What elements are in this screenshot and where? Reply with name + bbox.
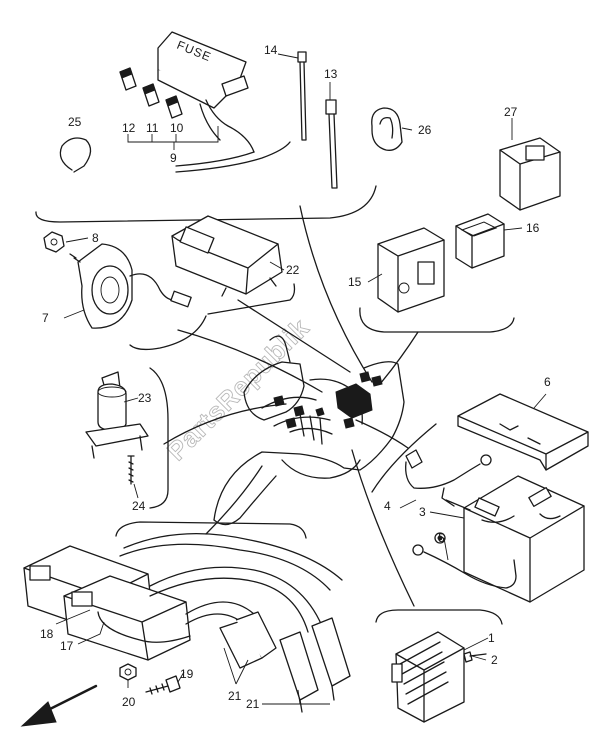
callout-4: 4 — [384, 499, 391, 513]
rectifier-regulator-1 — [391, 631, 465, 723]
group-boundary-horn — [129, 315, 207, 351]
callout-24: 24 — [132, 499, 146, 513]
callout-25: 25 — [68, 115, 82, 129]
leader-9 — [127, 126, 219, 150]
callout-27: 27 — [504, 105, 518, 119]
callout-17: 17 — [60, 639, 74, 653]
nut-20 — [119, 663, 137, 681]
battery-cable-5 — [412, 532, 517, 589]
callout-20: 20 — [122, 695, 136, 709]
cable-tie-14 — [297, 51, 307, 141]
callout-26: 26 — [418, 123, 432, 137]
bolt-19 — [145, 675, 181, 695]
callout-21b: 21 — [246, 697, 260, 711]
fuse-box: FUSE — [157, 31, 291, 173]
motorcycle-outline — [213, 335, 405, 526]
relay-27 — [499, 137, 561, 211]
callout-15: 15 — [348, 275, 362, 289]
callout-2: 2 — [491, 653, 498, 667]
callout-13: 13 — [324, 67, 338, 81]
callout-5: 5 — [438, 531, 445, 545]
front-direction-arrow — [20, 684, 98, 727]
cable-tie-13 — [325, 99, 338, 189]
group-boundary-ignition — [115, 521, 307, 539]
callout-8: 8 — [92, 231, 99, 245]
callout-21a: 21 — [228, 689, 242, 703]
battery-cable-4 — [405, 449, 492, 511]
callout-22: 22 — [286, 263, 300, 277]
callout-6: 6 — [544, 375, 551, 389]
battery-cover-6 — [457, 393, 589, 471]
spark-plug-cap-21a — [219, 611, 277, 669]
nut-8 — [43, 231, 65, 253]
callout-11: 11 — [146, 121, 159, 135]
fuse-11 — [142, 83, 160, 107]
fuse-10 — [165, 95, 183, 119]
callout-23: 23 — [138, 391, 152, 405]
callout-18: 18 — [40, 627, 54, 641]
callout-1: 1 — [488, 631, 495, 645]
clamp-26 — [371, 107, 403, 151]
leader-relays-to-bike — [379, 331, 419, 385]
main-switch-23 — [85, 371, 149, 459]
screw-24 — [127, 455, 135, 485]
ignition-coil-17 — [63, 575, 191, 661]
group-boundary-top — [35, 185, 377, 223]
leader-switch-to-bike — [163, 403, 287, 445]
callout-7: 7 — [42, 311, 49, 325]
leader-ecu-to-bike — [237, 299, 351, 373]
leader-ignition-to-bike — [205, 465, 263, 535]
leader-battery-to-bike — [355, 419, 409, 449]
battery-3 — [463, 475, 585, 603]
bolt-2 — [463, 651, 487, 663]
group-boundary-switch — [149, 367, 169, 509]
callout-19: 19 — [180, 667, 194, 681]
callout-9: 9 — [170, 151, 177, 165]
group-boundary-relays — [359, 307, 515, 333]
spark-plug-cap-21b — [279, 617, 351, 713]
callout-14: 14 — [264, 43, 278, 57]
leader-fuse-to-bike — [299, 205, 373, 383]
leader-horn-to-bike — [177, 329, 323, 393]
leader-rectifier-to-bike — [351, 449, 415, 607]
wire-clip-25 — [59, 137, 92, 173]
callout-10: 10 — [170, 121, 184, 135]
group-boundary-ecu — [207, 283, 296, 315]
group-boundary-battery — [371, 423, 437, 493]
callout-16: 16 — [526, 221, 540, 235]
relay-16 — [455, 213, 505, 269]
group-boundary-rectifier — [375, 609, 503, 625]
callout-3: 3 — [419, 505, 426, 519]
fuse-12 — [119, 67, 137, 91]
callout-leaders — [55, 53, 547, 705]
ignitor-unit-22 — [171, 215, 283, 297]
relay-15 — [377, 227, 445, 313]
horn-7 — [69, 243, 192, 329]
callout-12: 12 — [122, 121, 136, 135]
